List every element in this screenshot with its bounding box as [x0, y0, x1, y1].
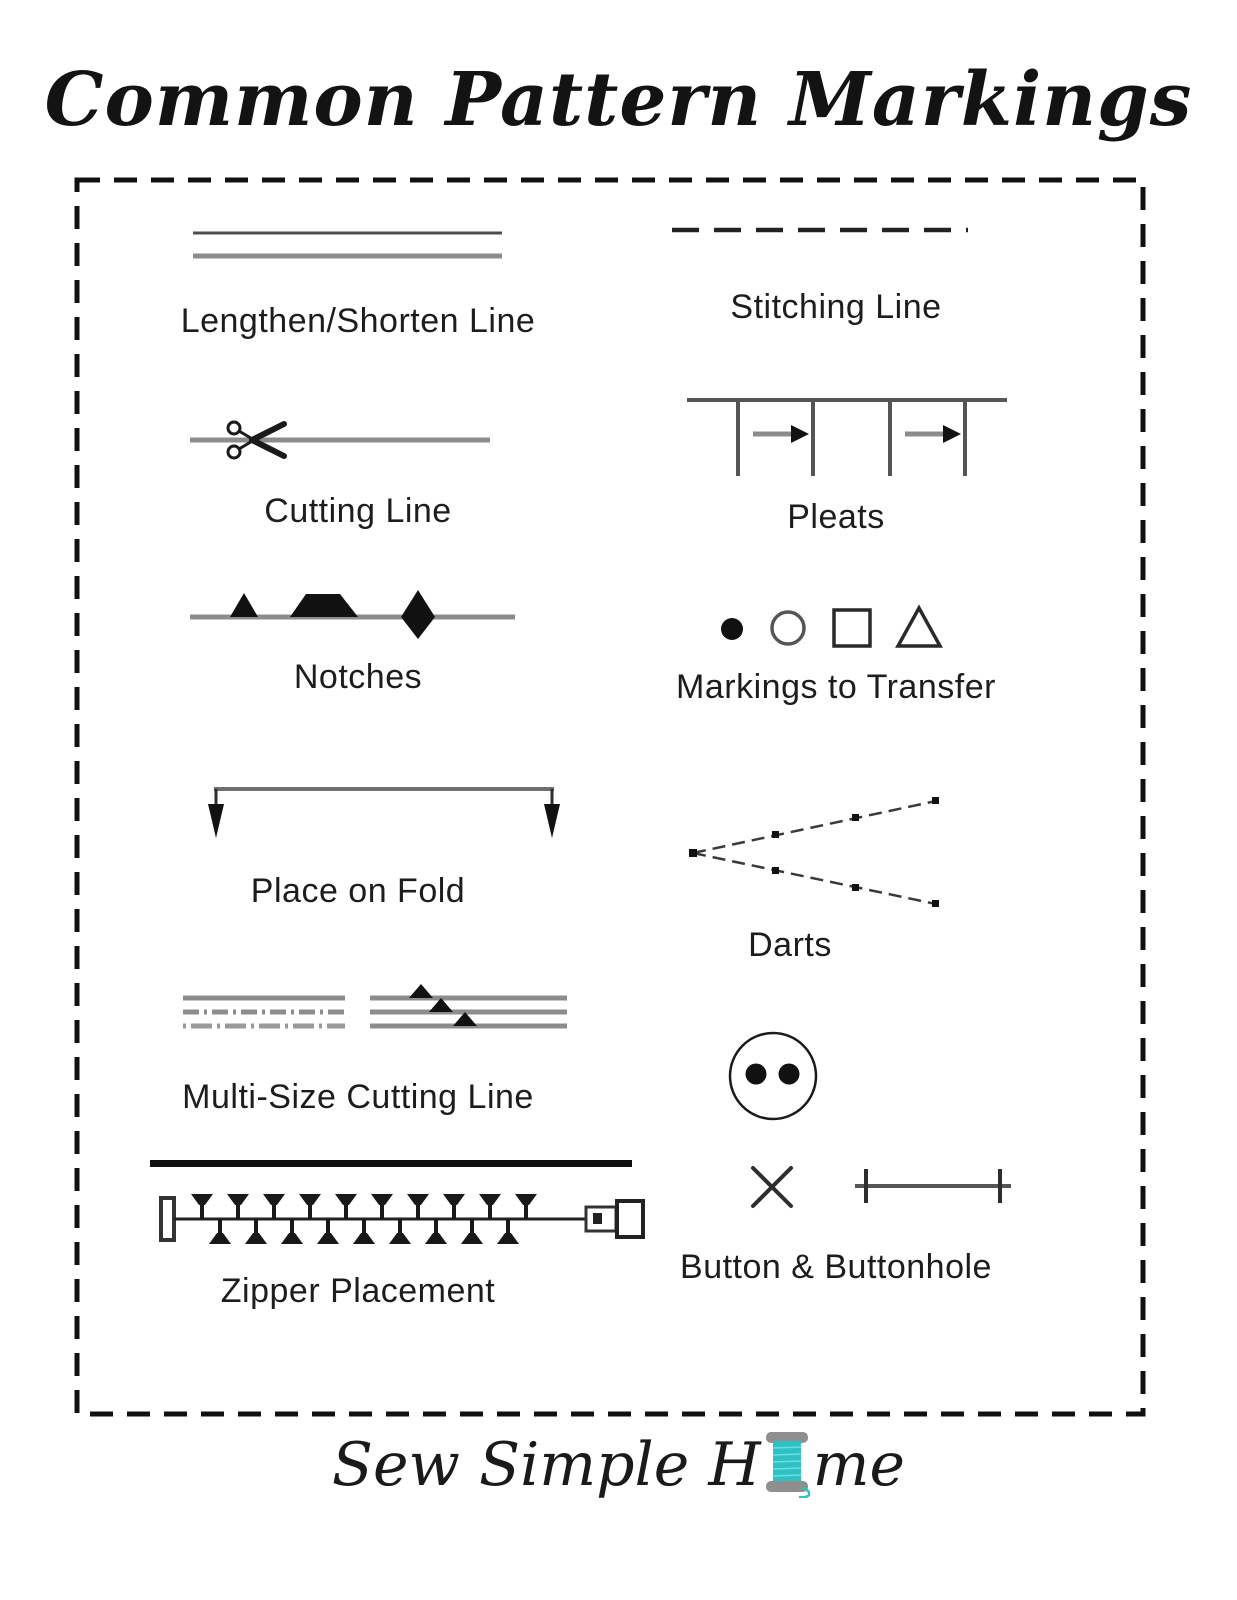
- darts-icon: [688, 793, 950, 916]
- zipper-placement-line: [150, 1160, 632, 1167]
- buttonhole-icon: [855, 1165, 1011, 1212]
- multi-size-lines-icon: [183, 982, 567, 1047]
- brand-logo: Sew Simple H me: [0, 1428, 1237, 1511]
- legend-item-label: Darts: [748, 926, 832, 964]
- legend-item-label: Zipper Placement: [220, 1272, 496, 1310]
- brand-text-after: me: [812, 1430, 906, 1501]
- brand-text-before: Sew Simple H: [331, 1430, 761, 1501]
- scissors-on-line-icon: [190, 412, 490, 473]
- zipper-icon: [158, 1178, 646, 1265]
- notches-icon: [190, 578, 515, 647]
- page-title: Common Pattern Markings: [44, 57, 1193, 143]
- legend-item-label: Pleats: [787, 498, 885, 536]
- legend-item-label: Button & Buttonhole: [680, 1248, 992, 1286]
- dashed-line-icon: [672, 222, 968, 240]
- legend-item-label: Notches: [293, 658, 423, 696]
- x-mark-icon: [748, 1163, 796, 1216]
- legend-item-label: Markings to Transfer: [676, 668, 996, 706]
- legend-item-label: Lengthen/Shorten Line: [180, 302, 536, 340]
- transfer-markings-icon: [716, 600, 958, 657]
- button-icon: [725, 1028, 821, 1129]
- legend-item-label: Cutting Line: [264, 492, 452, 530]
- double-solid-line-icon: [193, 228, 502, 267]
- dashed-border-frame: [74, 177, 1146, 1417]
- legend-item-label: Place on Fold: [250, 872, 466, 910]
- fold-bracket-arrows-icon: [208, 782, 560, 857]
- pleats-icon: [687, 396, 1007, 485]
- legend-item-label: Multi-Size Cutting Line: [182, 1078, 534, 1116]
- legend-item-label: Stitching Line: [730, 288, 942, 326]
- thread-spool-icon: [764, 1430, 811, 1513]
